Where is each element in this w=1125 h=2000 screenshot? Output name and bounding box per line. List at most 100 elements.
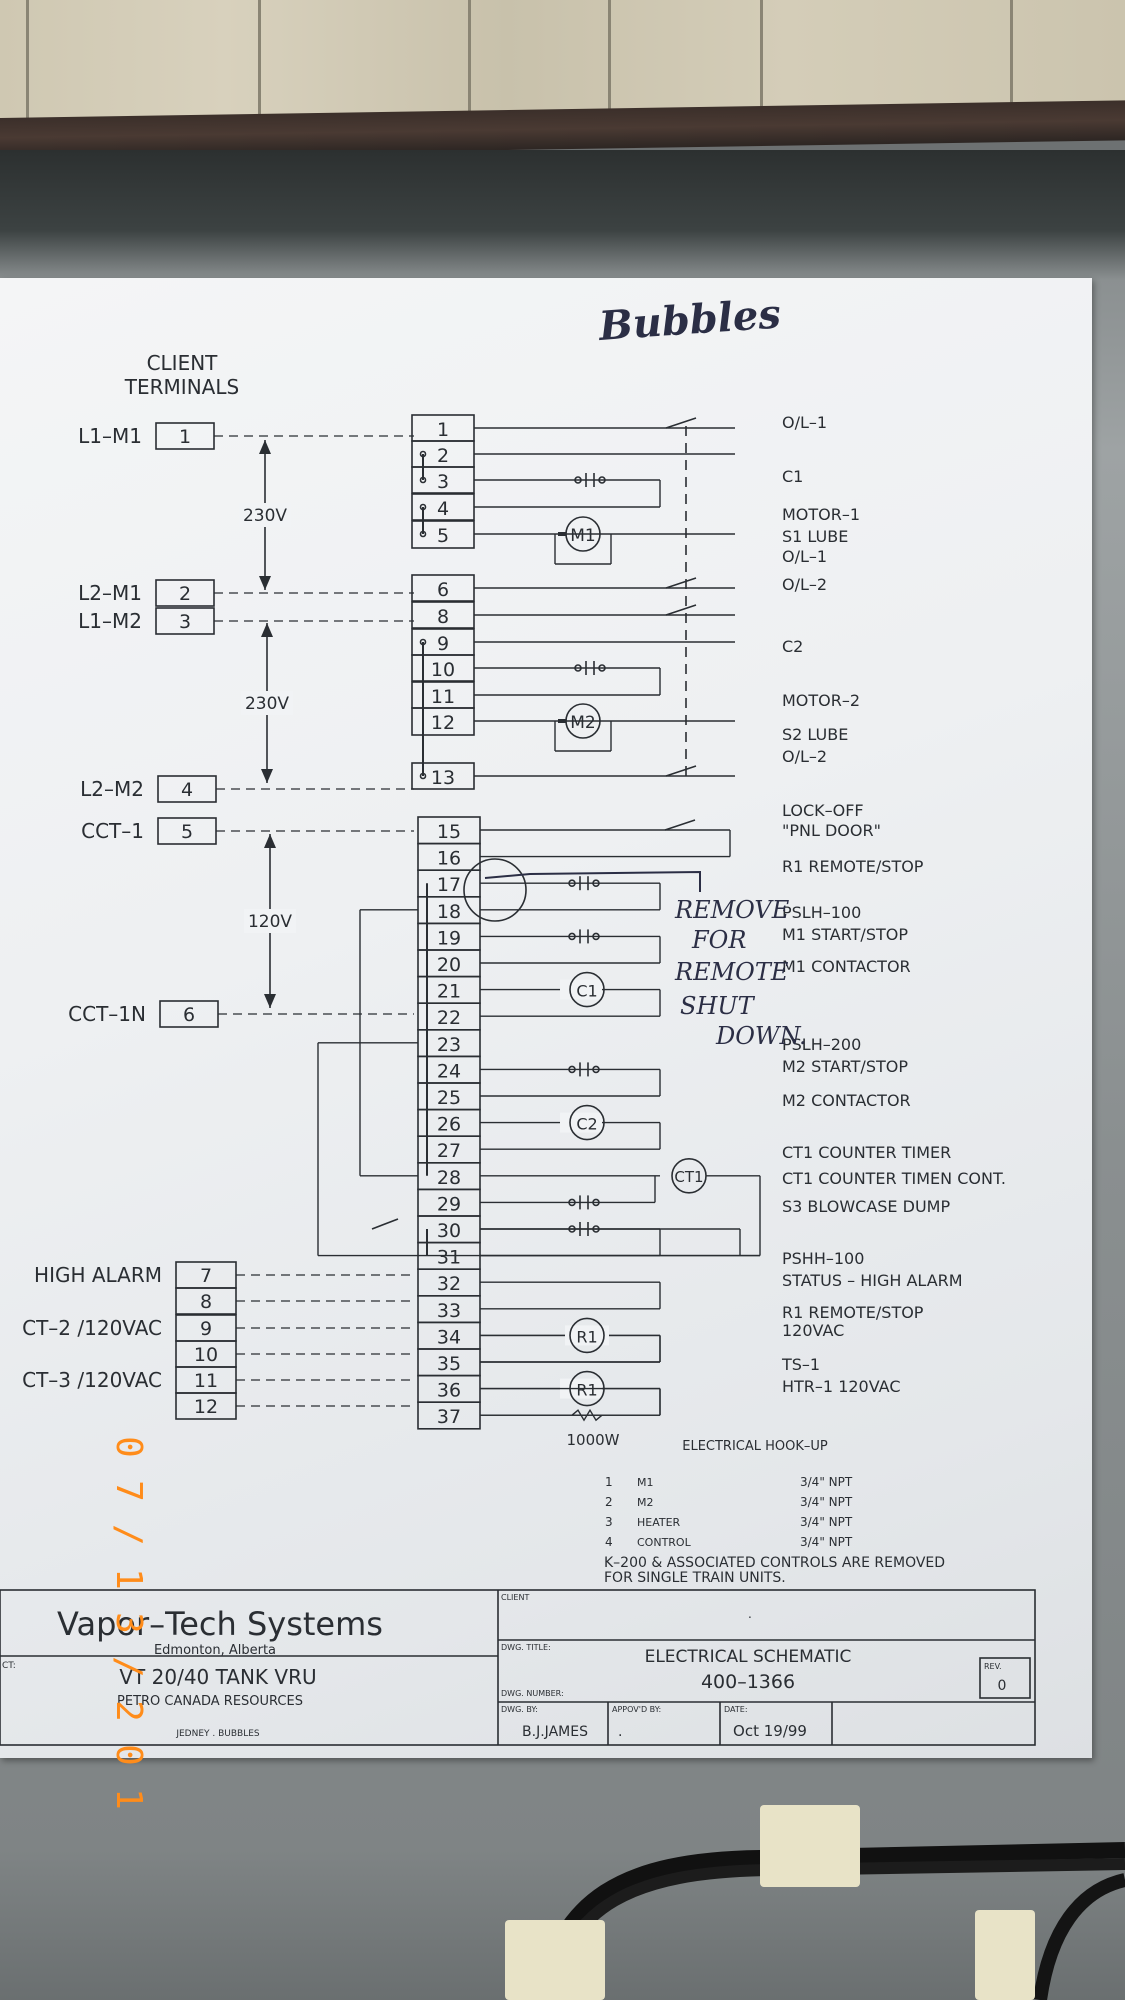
client-terminal-number: 5 — [181, 821, 193, 843]
terminal-number: 20 — [437, 954, 461, 976]
terminal-number: 4 — [437, 498, 449, 520]
hookup-size: 3/4" NPT — [800, 1515, 853, 1529]
client-terminal-number: 6 — [183, 1004, 195, 1026]
terminal-number: 15 — [437, 821, 461, 843]
terminal-number: 32 — [437, 1273, 461, 1295]
component-label: C2 — [782, 637, 803, 656]
client-terminal-number: 1 — [179, 426, 191, 448]
component-label: R1 REMOTE/STOP — [782, 1303, 924, 1322]
client-terminal-number: 10 — [194, 1344, 218, 1366]
terminal-number: 1 — [437, 419, 449, 441]
handwritten-annotation: REMOVE — [674, 896, 790, 924]
cable-clip — [760, 1805, 860, 1887]
terminal-number: 22 — [437, 1007, 461, 1029]
terminal-number: 26 — [437, 1114, 461, 1136]
component-label: S2 LUBE — [782, 725, 848, 744]
hookup-size: 3/4" NPT — [800, 1495, 853, 1509]
component-label: M2 CONTACTOR — [782, 1091, 911, 1110]
terminal-number: 34 — [437, 1326, 461, 1348]
component-label: PSLH–200 — [782, 1035, 861, 1054]
dwg-date: Oct 19/99 — [733, 1722, 807, 1740]
rev-value: 0 — [998, 1678, 1007, 1694]
dwg-by: B.J.JAMES — [522, 1724, 588, 1740]
client-terminals-heading: TERMINALS — [124, 375, 239, 399]
terminal-number: 9 — [437, 633, 449, 655]
coil-label: C1 — [576, 982, 597, 1001]
component-label: S1 LUBE — [782, 527, 848, 546]
hand-circle — [463, 858, 527, 922]
terminal-number: 29 — [437, 1193, 461, 1215]
voltage-label: 230V — [243, 506, 287, 526]
date-stamp: 0 7 / 1 3 / 2 0 1 — [108, 1436, 149, 1810]
terminal-number: 30 — [437, 1220, 461, 1242]
terminal-number: 37 — [437, 1406, 461, 1428]
handwritten-note: Bubbles — [596, 290, 782, 350]
relay-symbol — [569, 1317, 605, 1354]
client-terminal-label: CT–2 /120VAC — [22, 1316, 162, 1340]
terminal-number: 17 — [437, 874, 461, 896]
dwg-title-label: DWG. TITLE: — [501, 1643, 551, 1652]
dwg-by-label: DWG. BY: — [501, 1705, 538, 1714]
terminal-number: 16 — [437, 848, 461, 870]
terminal-number: 19 — [437, 927, 461, 949]
client-terminal-label: L1–M1 — [78, 424, 142, 448]
component-label: MOTOR–2 — [782, 691, 860, 710]
client-terminal-number: 9 — [200, 1318, 212, 1340]
terminal-number: 35 — [437, 1353, 461, 1375]
project-name: VT 20/40 TANK VRU — [119, 1665, 316, 1689]
dwg-title: ELECTRICAL SCHEMATIC — [645, 1647, 852, 1667]
client-field-value: . — [748, 1607, 752, 1621]
hookup-num: 4 — [605, 1535, 613, 1549]
component-label: TS–1 — [781, 1355, 820, 1374]
hookup-num: 3 — [605, 1515, 613, 1529]
voltage-label: 230V — [245, 694, 289, 714]
client-terminal-label: CCT–1N — [68, 1002, 146, 1026]
hookup-size: 3/4" NPT — [800, 1475, 853, 1489]
component-label: STATUS – HIGH ALARM — [782, 1271, 963, 1290]
hookup-size: 3/4" NPT — [800, 1535, 853, 1549]
component-label: S3 BLOWCASE DUMP — [782, 1197, 950, 1216]
terminal-number: 13 — [431, 767, 455, 789]
hookup-name: CONTROL — [637, 1536, 692, 1549]
title-block-frame — [0, 1589, 1036, 1746]
client-terminal-number: 8 — [200, 1291, 212, 1313]
component-label: 120VAC — [782, 1321, 844, 1340]
handwritten-annotation: SHUT — [680, 992, 756, 1020]
company-name: Vapor–Tech Systems — [57, 1605, 383, 1643]
date-label: DATE: — [724, 1705, 748, 1714]
client-terminal-number: 11 — [194, 1370, 218, 1392]
client-terminals-heading: CLIENT — [147, 351, 219, 375]
terminal-number: 2 — [437, 445, 449, 467]
handwritten-annotation: DOWN. — [715, 1022, 807, 1050]
hookup-note: FOR SINGLE TRAIN UNITS. — [604, 1570, 786, 1586]
coil-symbol — [569, 971, 605, 1008]
component-label: PSHH–100 — [782, 1249, 864, 1268]
terminal-number: 10 — [431, 659, 455, 681]
component-label: PSLH–100 — [782, 903, 861, 922]
terminal-number: 12 — [431, 712, 455, 734]
voltage-label: 120V — [248, 912, 292, 932]
client-terminal-label: L1–M2 — [78, 609, 142, 633]
terminal-number: 5 — [437, 525, 449, 547]
handwritten-annotation: REMOTE — [674, 958, 789, 986]
hookup-note: K–200 & ASSOCIATED CONTROLS ARE REMOVED — [604, 1555, 945, 1571]
terminal-number: 25 — [437, 1087, 461, 1109]
coil-label: R1 — [576, 1381, 597, 1400]
component-label: "PNL DOOR" — [782, 821, 881, 840]
hookup-name: M2 — [637, 1496, 654, 1509]
component-label: R1 REMOTE/STOP — [782, 857, 924, 876]
motor-label: M2 — [570, 713, 595, 733]
motor-label: M1 — [570, 526, 595, 546]
client-terminal-label: CCT–1 — [81, 819, 144, 843]
client-terminal-number: 2 — [179, 583, 191, 605]
rev-box — [979, 1657, 1031, 1699]
terminal-number: 24 — [437, 1060, 461, 1082]
client-terminal-label: L2–M1 — [78, 581, 142, 605]
terminal-number: 23 — [437, 1034, 461, 1056]
timer-label: CT1 — [674, 1168, 703, 1186]
component-label: O/L–1 — [782, 547, 827, 566]
component-label: C1 — [782, 467, 803, 486]
handwritten-annotation: FOR — [691, 926, 746, 954]
dwg-number-label: DWG. NUMBER: — [501, 1689, 564, 1698]
